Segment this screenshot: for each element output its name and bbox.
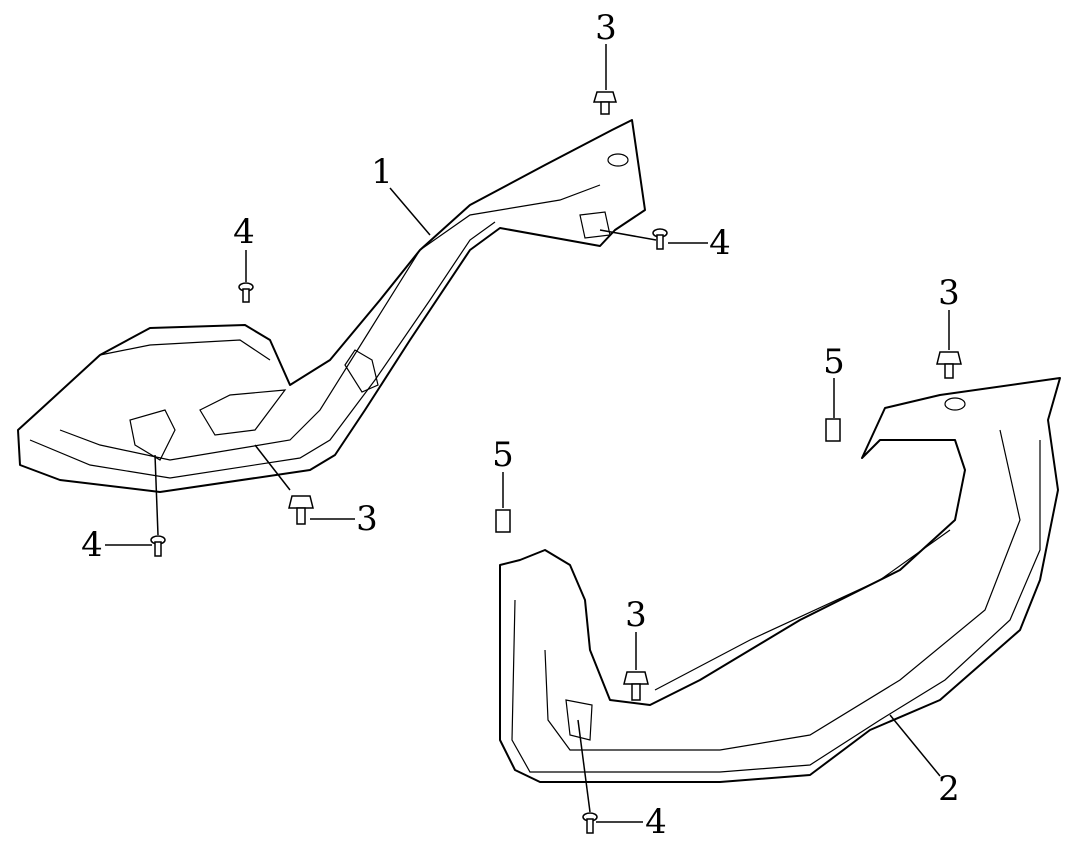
bolt-3-left	[288, 495, 314, 525]
bolt-3-top	[592, 91, 618, 115]
clip-5-a	[825, 418, 841, 442]
leader-lines	[105, 44, 950, 823]
callout-3-left: 3	[356, 499, 378, 539]
callout-3-bottom: 3	[625, 595, 647, 635]
callout-4-lower-left: 4	[81, 525, 103, 565]
bolt-3-right	[936, 351, 962, 379]
screw-4-b	[652, 228, 668, 250]
callout-4-bottom: 4	[645, 802, 667, 842]
screw-4-a	[238, 282, 254, 303]
bolt-3-bottom	[623, 671, 649, 701]
part-2-right-cover	[499, 377, 1061, 783]
callout-5-right: 5	[823, 342, 845, 382]
part-1-left-cover	[17, 119, 646, 493]
callout-4-upper-left: 4	[233, 212, 255, 252]
clip-5-b	[495, 509, 511, 533]
screw-4-d	[582, 812, 598, 834]
callout-3-right: 3	[938, 273, 960, 313]
callout-4-upper-right: 4	[709, 223, 731, 263]
callout-3-top: 3	[595, 8, 617, 48]
fasteners	[150, 91, 962, 834]
callout-2: 2	[938, 769, 960, 809]
screw-4-c	[150, 535, 166, 557]
callout-5-left: 5	[492, 435, 514, 475]
callout-1: 1	[371, 152, 393, 192]
